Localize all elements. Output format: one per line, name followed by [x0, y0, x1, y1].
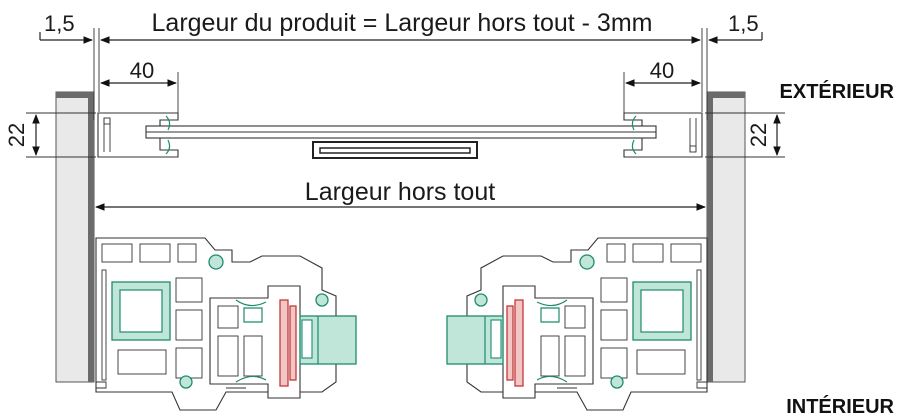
left-gap-label: 1,5	[44, 11, 75, 36]
top-dimension-lines	[39, 28, 763, 120]
exterior-label: EXTÉRIEUR	[780, 80, 895, 103]
left-height-label: 22	[4, 123, 29, 147]
overall-width-label: Largeur hors tout	[305, 178, 495, 206]
screen-frame-profile	[97, 112, 703, 159]
depth-dimension-lines	[100, 72, 701, 120]
height-dimension-lines	[26, 112, 785, 158]
interior-label: INTÉRIEUR	[786, 395, 894, 417]
left-wall	[55, 91, 95, 383]
left-depth-label: 40	[130, 58, 154, 83]
right-gap-label: 1,5	[728, 11, 759, 36]
right-height-label: 22	[746, 123, 771, 147]
product-width-label: Largeur du produit = Largeur hors tout -…	[152, 9, 653, 37]
right-depth-label: 40	[650, 58, 674, 83]
right-wall	[706, 91, 746, 383]
left-window-profile	[95, 237, 357, 411]
right-window-profile	[446, 237, 708, 411]
